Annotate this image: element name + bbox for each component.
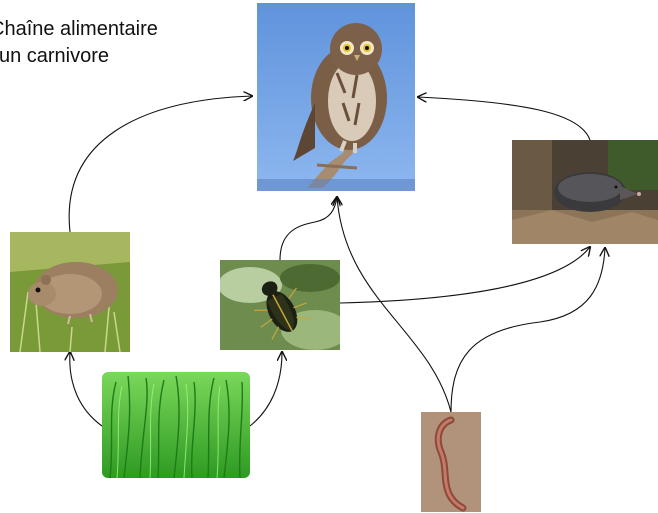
arrow-earthworm-to-shrew <box>450 248 605 413</box>
title-line-1: Chaîne alimentaire <box>0 18 158 40</box>
arrow-shrew-to-owl <box>418 97 591 141</box>
arrow-beetle-to-shrew <box>339 247 590 304</box>
arrow-grass-to-beetle <box>249 352 282 427</box>
shrew-photo <box>512 140 658 244</box>
owl-photo <box>257 3 415 191</box>
diagram-title: Chaîne alimentaire d'un carnivore <box>0 16 158 70</box>
earthworm-photo <box>421 412 481 512</box>
vole-photo <box>10 232 130 352</box>
beetle-photo <box>220 260 340 350</box>
arrow-grass-to-vole <box>70 352 103 427</box>
arrow-vole-to-owl <box>68 96 252 233</box>
arrow-beetle-to-owl <box>279 197 337 261</box>
title-line-2: d'un carnivore <box>0 45 109 67</box>
grass-photo <box>102 372 250 478</box>
arrow-earthworm-to-owl <box>337 197 452 413</box>
